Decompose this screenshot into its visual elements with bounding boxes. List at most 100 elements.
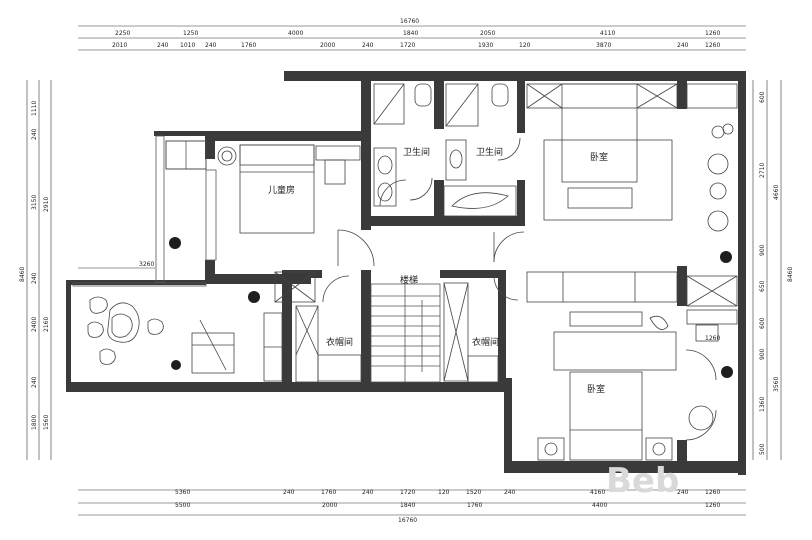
dim-bottom-r2: 4400 [592,502,607,509]
dim-top-r1: 4110 [600,30,615,37]
dim-side-label: 3260 [139,261,154,268]
dim-left-r1: 1110 [31,101,38,116]
bath-left-label: 卫生间 [403,146,430,158]
dim-top-r1: 2050 [480,30,495,37]
dim-right-r2: 500 [759,443,766,455]
dim-right-r2: 900 [759,348,766,360]
dim-top-r2: 240 [157,42,169,49]
room-labels: 儿童房 卫生间 卫生间 卧室 楼梯 衣帽间 衣帽间 卧室 [268,146,608,395]
doors [322,137,717,441]
wardrobe-top [526,83,678,109]
garden-stones [87,296,164,365]
bedroom-bottom-label: 卧室 [587,383,605,395]
dim-right-total: 8460 [787,267,794,282]
shower-left [373,83,405,125]
dim-top-r2: 1260 [705,42,720,49]
plants [169,237,733,378]
dim-left-r2: 2910 [43,197,50,212]
dim-left-r2: 2160 [43,317,50,332]
dim-bottom-r1: 240 [504,489,516,496]
dim-top-r2: 120 [519,42,531,49]
dim-top-r1: 1260 [705,30,720,37]
walls [66,71,746,475]
furniture [87,83,738,461]
bed-bottom [569,371,643,461]
dim-right-r2: 600 [759,91,766,103]
kids-chair [324,159,346,185]
dimension-texts: 16760 2250 1250 4000 1840 2050 4110 1260… [19,18,794,524]
kids-bed [239,144,315,234]
dim-top-r2: 240 [677,42,689,49]
dim-right-r1: 4660 [773,185,780,200]
closet-right-label: 衣帽间 [472,336,499,348]
windows [72,135,217,287]
dim-bottom-r1: 240 [677,489,689,496]
right-cabinet-top [686,83,738,109]
loungers [191,319,235,374]
bathtub [443,185,517,217]
dim-bottom-r1: 240 [283,489,295,496]
stairs-label: 楼梯 [400,274,418,286]
rug-top [543,139,673,221]
dim-bottom-r2: 5500 [175,502,190,509]
dim-bottom-r2: 1260 [705,502,720,509]
bookshelf [569,311,643,327]
dim-right-r2: 2710 [759,163,766,178]
shower-right [445,83,479,127]
nightstand-right [645,437,673,461]
dim-top-r2: 1760 [241,42,256,49]
dim-bottom-r1: 4160 [590,489,605,496]
nightstand-left [537,437,565,461]
dim-bottom-r1: 1260 [705,489,720,496]
kids-desk [315,145,361,161]
dim-top-r1: 1250 [183,30,198,37]
dim-left-r1: 240 [31,128,38,140]
dim-right-r2: 600 [759,317,766,329]
dim-top-r2: 1720 [400,42,415,49]
dim-top-r2: 2000 [320,42,335,49]
dim-left-total: 8460 [19,267,26,282]
bed-top [561,83,638,183]
left-dims: 8460 1110 240 3150 240 2400 240 1800 291… [19,101,50,430]
vanity-right [445,139,467,181]
dim-bottom-r2: 1760 [467,502,482,509]
dim-top-r2: 240 [362,42,374,49]
dim-top-r2: 3870 [596,42,611,49]
dim-bottom-r2: 1840 [400,502,415,509]
nightstand-lamp [217,146,237,166]
dim-top-total: 16760 [400,18,419,25]
toilet-right [491,83,509,107]
dim-top-r2: 1010 [180,42,195,49]
dim-bottom-total: 16760 [398,517,417,524]
dim-left-r1: 2400 [31,317,38,332]
bath-right-label: 卫生间 [476,146,503,158]
dimension-lines [26,25,782,516]
closet-left-label: 衣帽间 [326,336,353,348]
vanity-left [373,147,397,207]
dim-bottom-r1: 240 [362,489,374,496]
dim-bottom-r1: 120 [438,489,450,496]
dim-top-r2: 240 [205,42,217,49]
dim-desk-label: 1260 [705,335,720,342]
dim-bottom-r1: 5360 [175,489,190,496]
dim-left-r1: 3150 [31,195,38,210]
tv-unit-top [526,271,678,303]
dim-right-r2: 650 [759,280,766,292]
toilet-left [414,83,432,107]
staircase [370,283,441,383]
dim-right-r2: 1360 [759,397,766,412]
kids-room-label: 儿童房 [268,184,295,196]
dim-top-r2: 1930 [478,42,493,49]
dim-top-r1: 1840 [403,30,418,37]
dim-left-r2: 1560 [43,415,50,430]
bedroom-top-label: 卧室 [590,151,608,163]
dim-right-r2: 900 [759,244,766,256]
dim-bottom-r1: 1720 [400,489,415,496]
watermark: Beb [606,461,679,501]
dim-bottom-r2: 2000 [322,502,337,509]
dim-left-r1: 1800 [31,415,38,430]
dim-top-r1: 4000 [288,30,303,37]
dim-bottom-r1: 1520 [466,489,481,496]
dim-bottom-r1: 1760 [321,489,336,496]
